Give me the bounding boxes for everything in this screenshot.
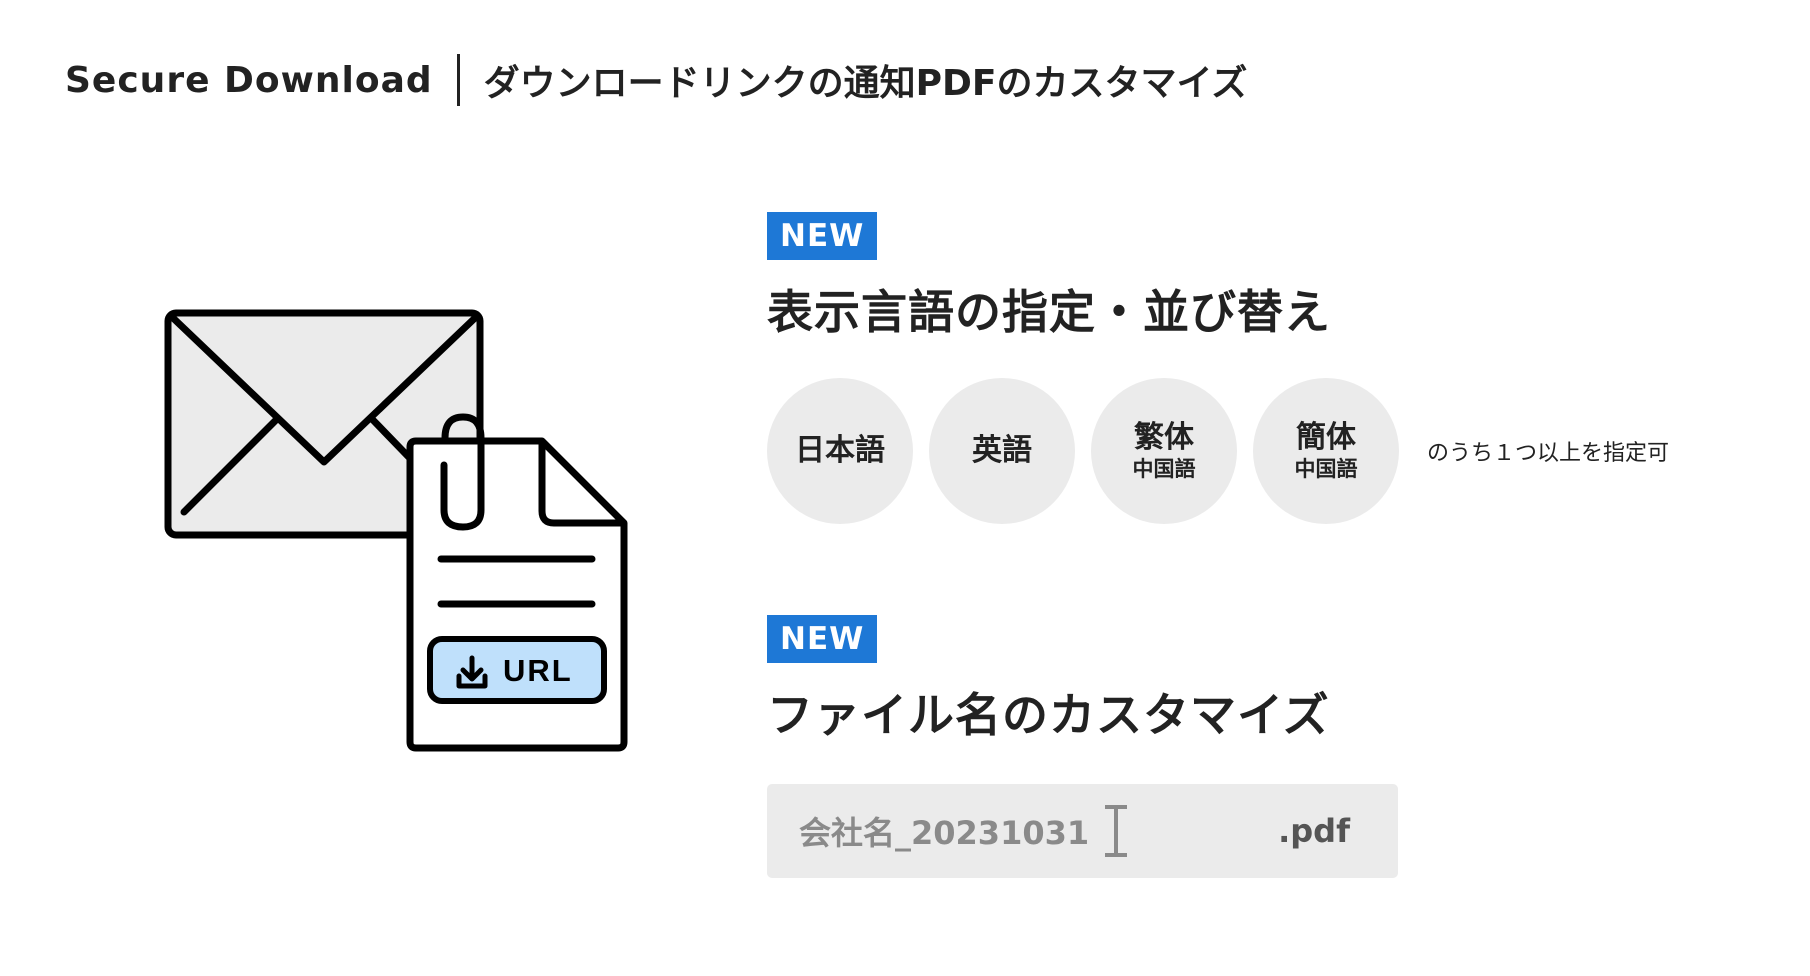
paperclip-icon — [440, 413, 485, 531]
filename-extension: .pdf — [1278, 812, 1350, 850]
language-option-simplified-chinese[interactable]: 簡体 中国語 — [1253, 378, 1399, 524]
new-badge: NEW — [767, 615, 878, 663]
language-option-label: 簡体 — [1296, 420, 1356, 455]
feature-filename: NEW ファイル名のカスタマイズ — [767, 615, 1330, 745]
url-button-graphic: URL — [427, 636, 607, 704]
language-option-sublabel: 中国語 — [1132, 457, 1196, 481]
new-badge: NEW — [767, 212, 878, 260]
language-option-label: 繁体 — [1134, 420, 1194, 455]
illustration: URL — [160, 305, 640, 765]
feature-language: NEW 表示言語の指定・並び替え — [767, 212, 1331, 342]
language-option-english[interactable]: 英語 — [929, 378, 1075, 524]
header-divider — [456, 54, 460, 106]
language-note: のうち１つ以上を指定可 — [1427, 441, 1670, 466]
language-option-traditional-chinese[interactable]: 繁体 中国語 — [1091, 378, 1237, 524]
download-icon — [456, 655, 488, 689]
feature-title: ファイル名のカスタマイズ — [767, 688, 1330, 742]
language-option-label: 日本語 — [795, 433, 885, 468]
text-cursor-icon — [1105, 805, 1128, 857]
header: Secure Download ダウンロードリンクの通知PDFのカスタマイズ — [65, 50, 1247, 110]
language-option-japanese[interactable]: 日本語 — [767, 378, 913, 524]
language-option-label: 英語 — [972, 433, 1032, 468]
brand-name: Secure Download — [65, 59, 433, 101]
language-option-sublabel: 中国語 — [1294, 457, 1358, 481]
illustration-graphic: URL — [164, 309, 628, 752]
filename-input[interactable]: 会社名_20231031 .pdf — [767, 784, 1398, 878]
feature-title: 表示言語の指定・並び替え — [767, 285, 1331, 339]
filename-value: 会社名_20231031 — [799, 814, 1090, 852]
url-label: URL — [503, 653, 573, 688]
page-title: ダウンロードリンクの通知PDFのカスタマイズ — [483, 63, 1248, 104]
language-options: 日本語 英語 繁体 中国語 簡体 中国語 のうち１つ以上を指定可 — [767, 378, 1669, 524]
